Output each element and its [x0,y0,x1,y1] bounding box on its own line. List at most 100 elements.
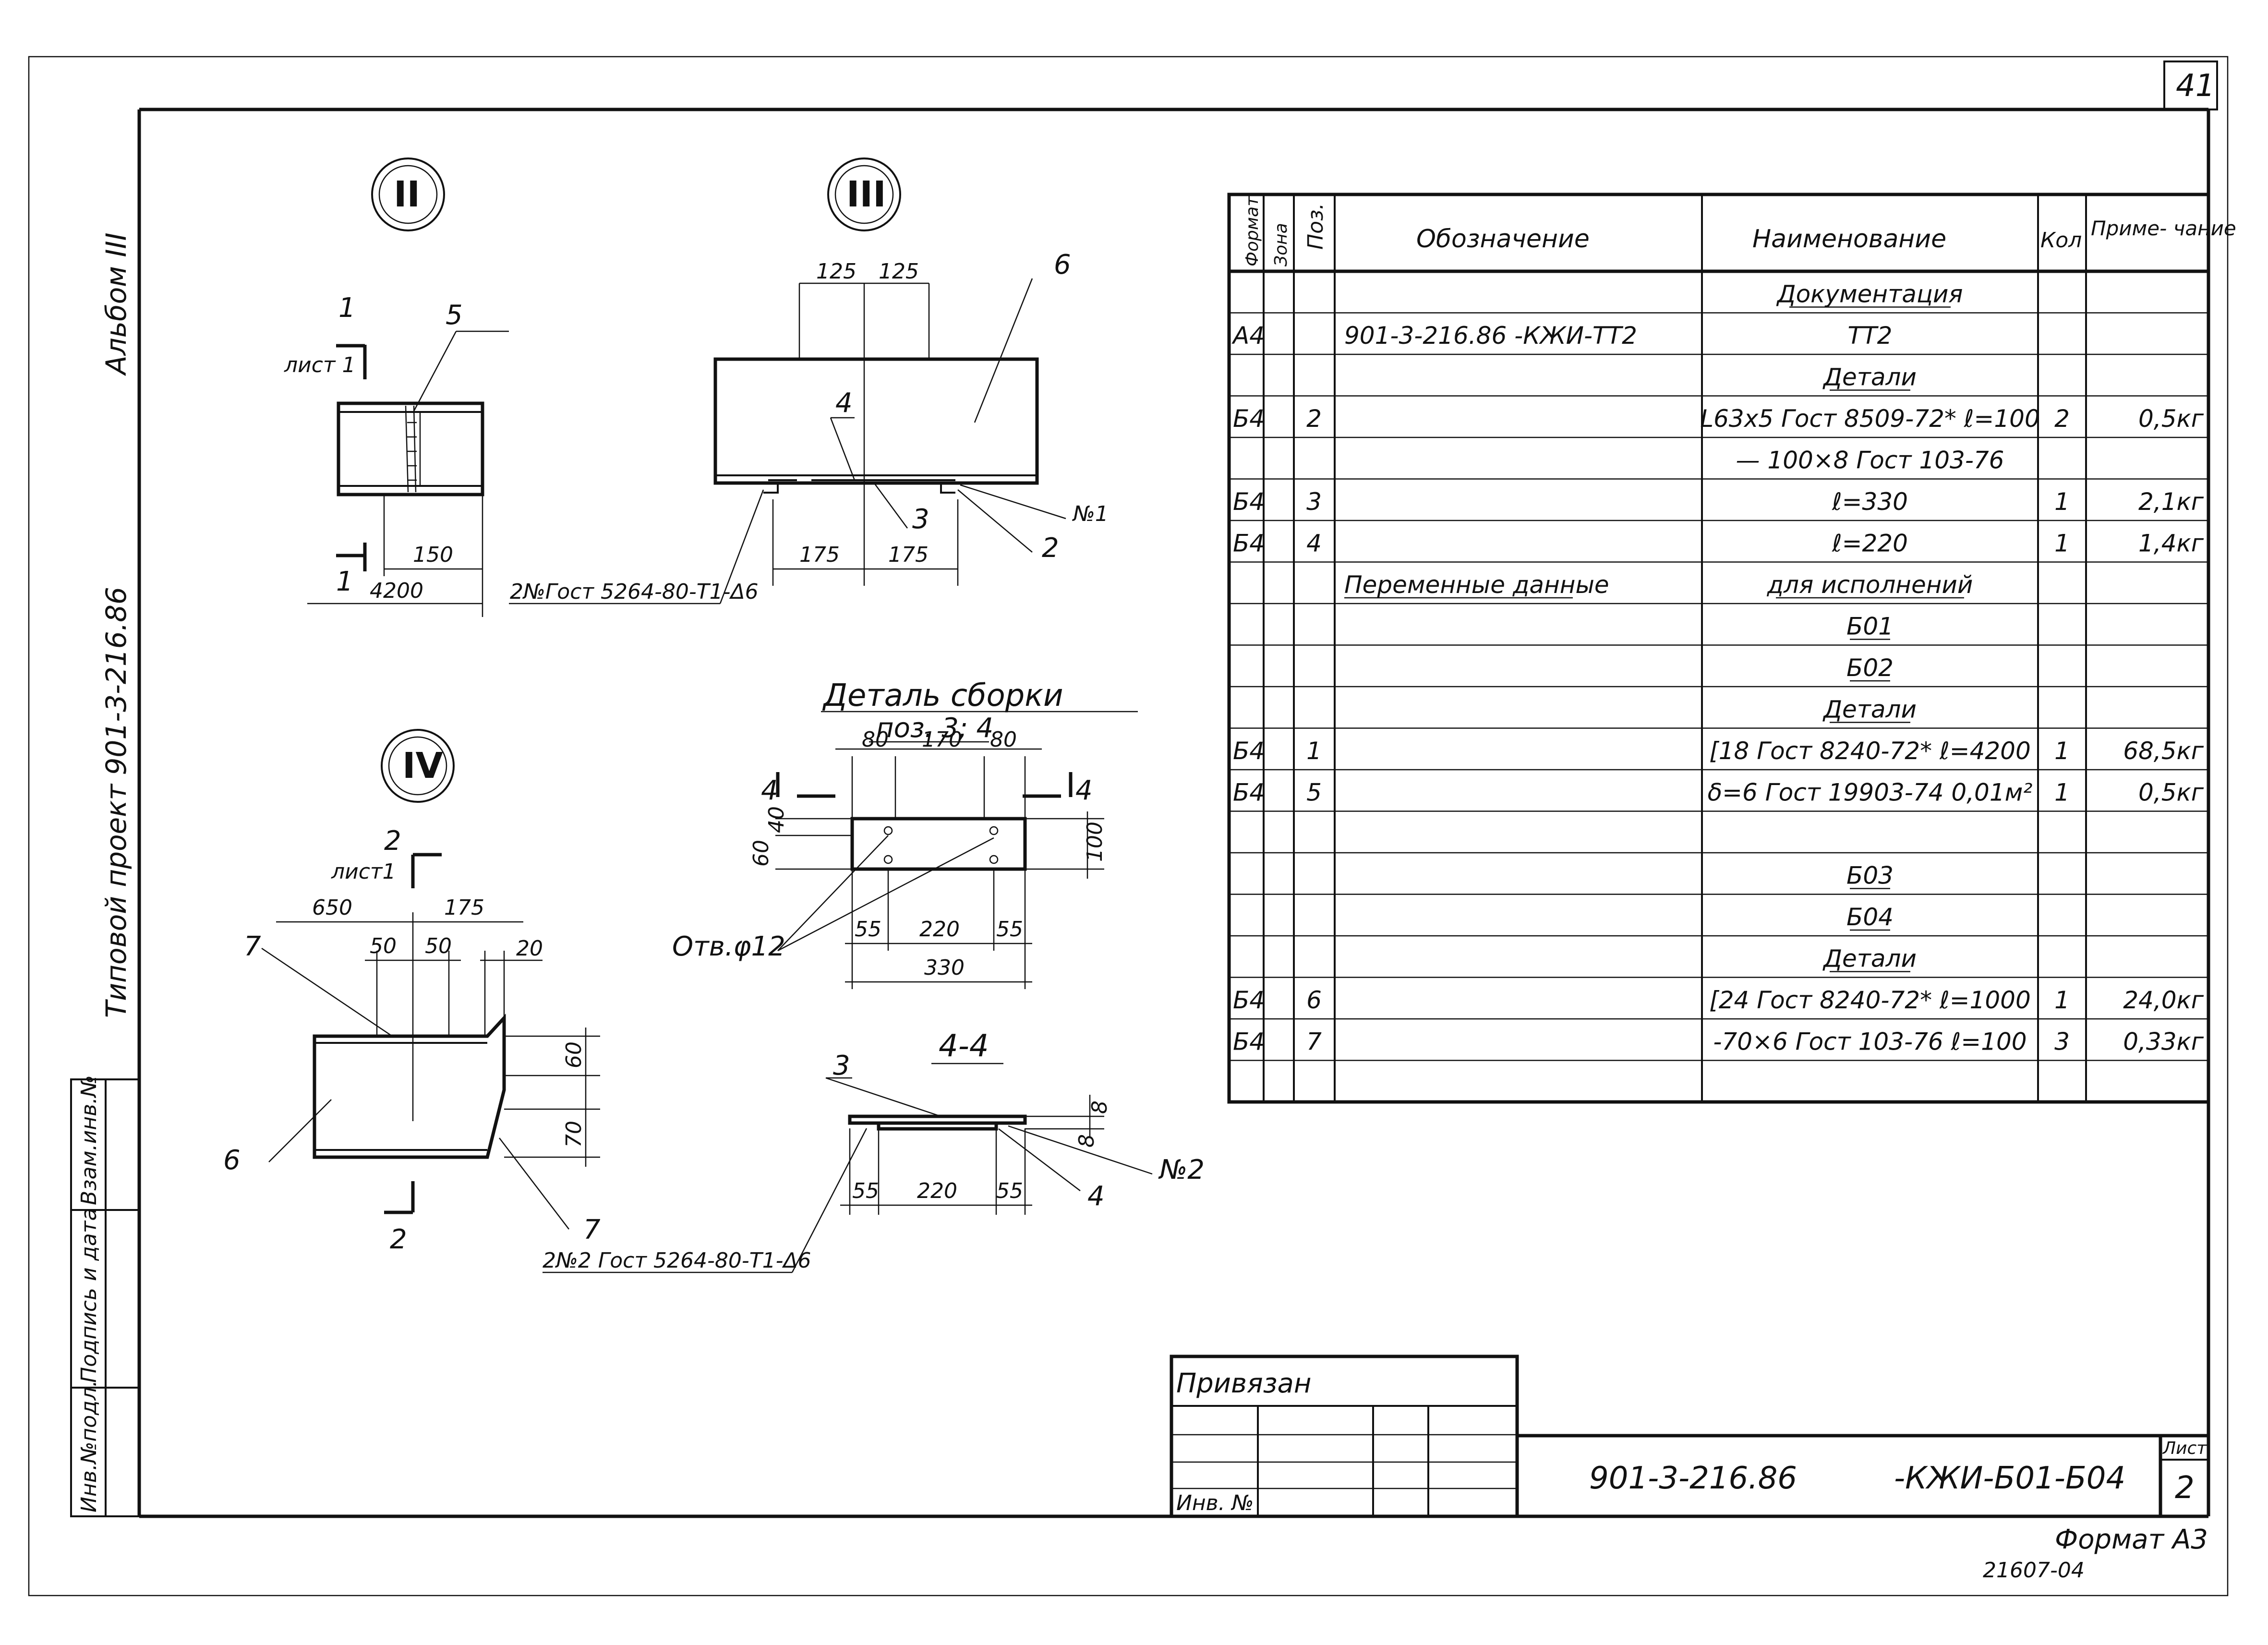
format-label: Формат А3 [2055,1524,2208,1555]
view-ii: II 1 лист 1 1 5 150 4200 2№Гост 5264-80-… [284,157,759,617]
stamp-sign-label: Подпись и дата [77,1208,101,1383]
sheet-number: 2 [2175,1470,2195,1506]
spec-cell-name: Б04 [1846,903,1894,931]
sheet-label: Лист [2162,1439,2207,1458]
spec-cell-pos: 4 [1306,530,1322,557]
spec-cell-note: 2,1кг [2138,488,2204,516]
view-iii-pos-6: 6 [1054,249,1071,280]
spec-cell-format: Б4 [1233,488,1265,516]
spec-cell-qty: 1 [2054,530,2070,557]
view-iv: IV 2 лист1 2 650 175 50 50 20 60 70 7 [223,729,601,1255]
spec-cell-name: ℓ=220 [1832,530,1908,557]
detail-dim-220: 220 [919,917,960,942]
spec-cell-format: А4 [1231,322,1265,350]
view-iii-dim-175b: 175 [888,543,929,567]
spec-table: Формат Зона Поз. Обозначение Наименовани… [1227,193,2236,1104]
spec-cell-format: Б4 [1233,737,1265,765]
spec-head-designation: Обозначение [1416,225,1590,254]
view-iii-weld-1: №1 [1072,502,1109,526]
spec-cell-name: Б02 [1846,654,1894,682]
detail-hole-note: Отв.φ12 [672,931,785,962]
view-iv-dim-70: 70 [562,1121,586,1148]
archive-code: 21607-04 [1983,1558,2085,1583]
spec-head-note: Приме- чание [2091,217,2236,240]
view-iv-dim-60: 60 [562,1041,586,1068]
view-iv-pos-7-bottom: 7 [583,1214,601,1246]
view-iii-pos-3: 3 [912,504,929,535]
detail-dim-330: 330 [924,956,965,980]
spec-cell-pos: 3 [1306,488,1322,516]
spec-cell-pos: 7 [1306,1028,1322,1056]
spec-cell-note: 24,0кг [2123,986,2204,1014]
view-ii-section-bottom: 1 [336,566,353,597]
spec-head-format: Формат [1243,196,1262,266]
spec-cell-format: Б4 [1233,530,1265,557]
section-44-dim-55b: 55 [996,1179,1023,1203]
spec-cell-name: [24 Гост 8240-72* ℓ=1000 [1709,986,2031,1014]
detail-section-left: 4 [761,775,778,806]
detail-dim-55a: 55 [855,917,881,942]
spec-cell-name: Детали [1822,696,1917,724]
spec-cell-name: -70×6 Гост 103-76 ℓ=100 [1713,1028,2027,1056]
detail-title: Деталь сборки [822,678,1063,714]
view-iv-dim-50b: 50 [425,934,452,958]
spec-cell-qty: 1 [2054,488,2070,516]
spec-cell-qty: 1 [2054,779,2070,807]
section-44-dim-8b: 8 [1074,1134,1099,1148]
spec-cell-format: Б4 [1233,1028,1265,1056]
left-stamp: Инв.№подл. Подпись и дата Взам.инв.№ [70,1075,140,1517]
spec-cell-name: Детали [1822,945,1917,973]
view-iv-dim-175: 175 [444,895,484,920]
spec-cell-note: 68,5кг [2123,737,2204,765]
section-44-title: 4-4 [939,1028,989,1064]
spec-cell-pos: 2 [1306,405,1322,433]
section-44-weld-note: 2№2 Гост 5264-80-Т1-Δ6 [543,1248,811,1273]
spec-cell-name: Детали [1822,363,1917,391]
section-44-weld-2: №2 [1158,1154,1205,1185]
spec-cell-pos: 6 [1306,986,1322,1014]
spec-head-pos: Поз. [1303,203,1328,250]
view-iii-pos-4: 4 [835,387,853,419]
view-iv-roman: IV [402,745,443,786]
view-iv-dim-50a: 50 [370,934,397,958]
section-44-dim-8a: 8 [1087,1101,1112,1114]
stamp-inv-label: Инв.№подл. [77,1380,101,1512]
section-44-pos-4: 4 [1087,1181,1105,1212]
spec-cell-name: — 100×8 Гост 103-76 [1736,447,2004,474]
spec-cell-format: Б4 [1233,779,1265,807]
detail-dim-60: 60 [749,840,773,867]
detail-dim-80a: 80 [862,727,889,752]
spec-cell-qty: 1 [2054,986,2070,1014]
title-block: Привязан Инв. № 901-3-216.86 -КЖИ-Б01-Б0… [1170,1355,2208,1518]
spec-cell-name: ℓ=330 [1832,488,1908,516]
spec-cell-name: Б03 [1846,862,1894,890]
view-iv-dim-650: 650 [312,895,352,920]
section-44-dim-220: 220 [917,1179,957,1203]
detail-dim-40: 40 [764,806,789,833]
spec-cell-format: Б4 [1233,986,1265,1014]
section-4-4: 4-4 3 8 8 55 220 55 4 №2 2№2 Гост 5264-8… [543,1028,1205,1273]
spec-cell-name: [18 Гост 8240-72* ℓ=4200 [1709,737,2031,765]
project-label: Типовой проект 901-3-216.86 [100,587,133,1018]
view-iv-pos-6: 6 [223,1145,241,1176]
detail-section-right: 4 [1075,775,1093,806]
spec-cell-name: для исполнений [1767,571,1973,599]
bound-label: Привязан [1176,1368,1311,1399]
page-number: 41 [2176,68,2215,104]
spec-cell-pos: 5 [1306,779,1322,807]
view-ii-section-top: 1 [338,292,356,324]
spec-cell-note: 1,4кг [2138,530,2204,557]
view-ii-roman: II [394,174,420,215]
view-iii: III 125 125 175 175 6 4 3 2 №1 [713,157,1109,604]
view-iv-dim-20: 20 [516,936,543,961]
view-ii-pos-5: 5 [446,300,463,331]
view-iv-pos-7-top: 7 [244,931,261,962]
spec-cell-designation: Переменные данные [1344,571,1609,599]
detail-dim-100: 100 [1083,822,1107,862]
spec-cell-qty: 1 [2054,737,2070,765]
spec-cell-designation: 901-3-216.86 -КЖИ-ТТ2 [1344,322,1637,350]
spec-cell-note: 0,5кг [2138,405,2204,433]
spec-head-qty: Кол [2040,228,2082,253]
view-iv-section-bottom: 2 [390,1224,407,1255]
